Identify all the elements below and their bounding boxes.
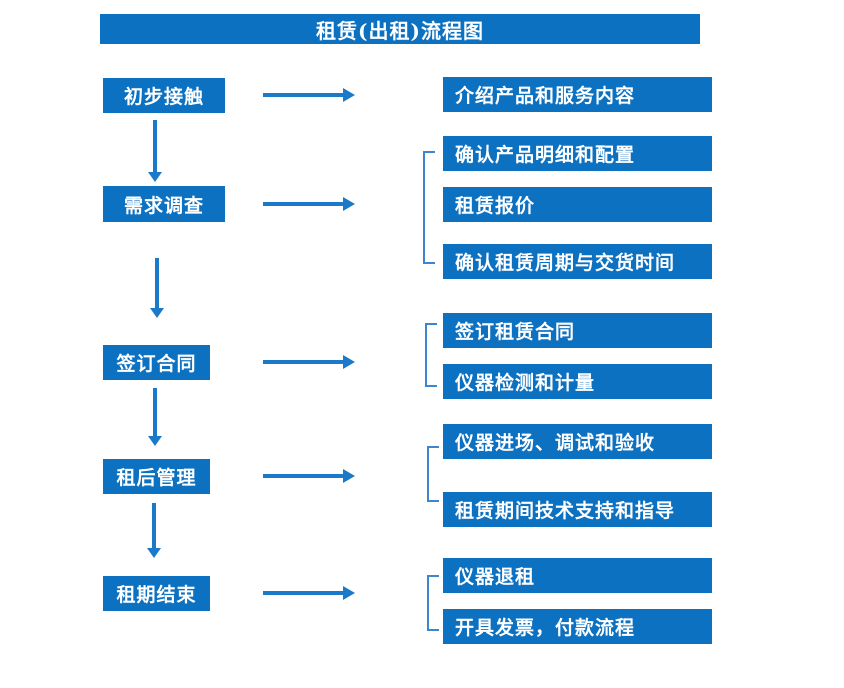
- step-box-initial-contact: 初步接触: [103, 78, 225, 113]
- detail-box-instrument-setup: 仪器进场、调试和验收: [443, 424, 712, 459]
- right-arrow-icon: [263, 469, 355, 483]
- right-arrow-icon: [263, 197, 355, 211]
- right-arrow-icon: [263, 355, 355, 369]
- down-arrow-icon: [148, 120, 162, 182]
- group-bracket-sign-contract: [425, 323, 437, 387]
- group-bracket-demand-survey: [423, 151, 435, 264]
- right-arrow-icon: [263, 586, 355, 600]
- step-box-post-rental-mgmt: 租后管理: [103, 459, 210, 494]
- detail-box-sign-rental-contract: 签订租赁合同: [443, 313, 712, 348]
- step-box-demand-survey: 需求调查: [103, 186, 225, 222]
- down-arrow-icon: [147, 503, 161, 558]
- detail-box-rental-quote: 租赁报价: [443, 187, 712, 222]
- step-box-sign-contract: 签订合同: [103, 345, 210, 380]
- detail-box-confirm-product-spec: 确认产品明细和配置: [443, 136, 712, 171]
- down-arrow-icon: [150, 258, 164, 318]
- detail-box-tech-support: 租赁期间技术支持和指导: [443, 492, 712, 527]
- flowchart-title: 租赁(出租)流程图: [100, 14, 700, 44]
- detail-box-introduce-products: 介绍产品和服务内容: [443, 77, 712, 112]
- detail-box-invoice-payment: 开具发票，付款流程: [443, 609, 712, 644]
- down-arrow-icon: [148, 388, 162, 446]
- group-bracket-post-rental-mgmt: [427, 446, 439, 502]
- detail-box-confirm-period: 确认租赁周期与交货时间: [443, 244, 712, 279]
- detail-box-instrument-testing: 仪器检测和计量: [443, 364, 712, 399]
- step-box-rental-end: 租期结束: [103, 576, 210, 611]
- group-bracket-rental-end: [427, 575, 439, 631]
- detail-box-instrument-return: 仪器退租: [443, 558, 712, 593]
- right-arrow-icon: [263, 88, 355, 102]
